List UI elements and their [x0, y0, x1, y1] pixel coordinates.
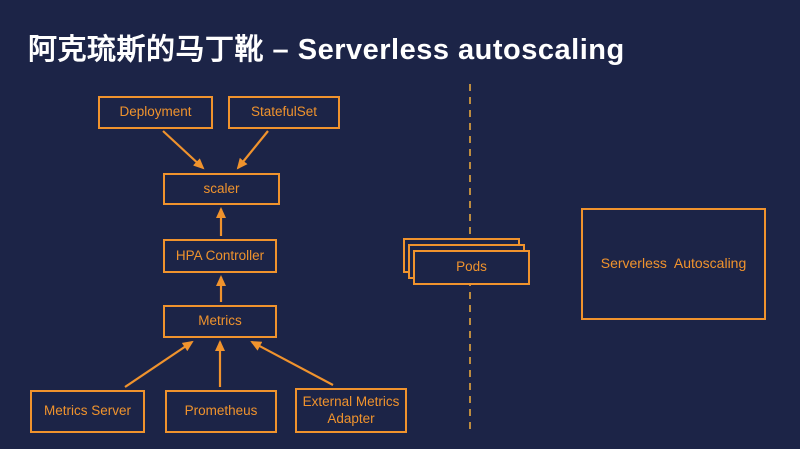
node-metrics: Metrics: [163, 305, 277, 338]
node-statefulset-label: StatefulSet: [250, 104, 318, 120]
node-prometheus-label: Prometheus: [184, 403, 258, 419]
node-serverless-autoscaling: Serverless Autoscaling: [581, 208, 766, 320]
node-metrics-server: Metrics Server: [30, 390, 145, 433]
node-hpa-controller-label: HPA Controller: [175, 247, 265, 263]
arrow-statefulset-to-scaler: [236, 130, 269, 170]
node-hpa-controller: HPA Controller: [163, 239, 277, 273]
node-statefulset: StatefulSet: [228, 96, 340, 129]
node-pods-label: Pods: [456, 259, 487, 275]
node-external-metrics-adapter: External Metrics Adapter: [295, 388, 407, 433]
arrow-metrics-server-to-metrics: [124, 340, 194, 388]
node-prometheus: Prometheus: [165, 390, 277, 433]
node-deployment: Deployment: [98, 96, 213, 129]
node-scaler-label: scaler: [203, 180, 240, 196]
node-metrics-server-label: Metrics Server: [43, 403, 131, 419]
slide-title: 阿克琉斯的马丁靴 – Serverless autoscaling: [28, 34, 625, 66]
node-pods: Pods: [413, 250, 530, 285]
node-metrics-label: Metrics: [198, 313, 242, 329]
node-serverless-autoscaling-label: Serverless Autoscaling: [600, 255, 747, 272]
node-external-metrics-adapter-label: External Metrics Adapter: [302, 393, 400, 426]
arrow-deployment-to-scaler: [162, 130, 205, 170]
node-scaler: scaler: [163, 173, 280, 205]
node-deployment-label: Deployment: [119, 104, 192, 120]
arrow-ema-to-metrics: [250, 341, 334, 386]
